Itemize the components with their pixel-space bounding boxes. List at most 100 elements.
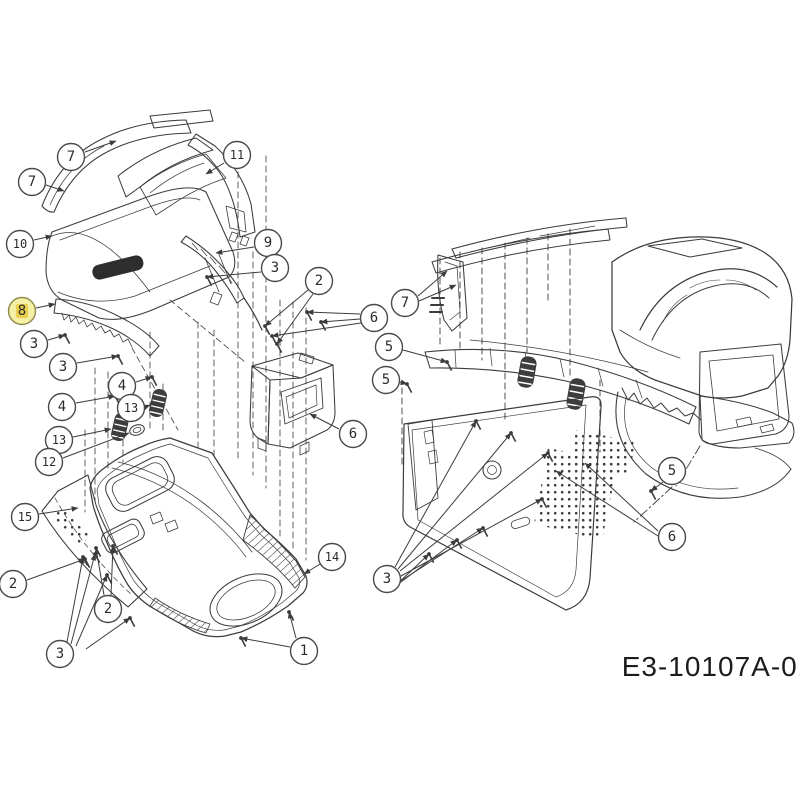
side-panel-part-3 <box>402 396 636 611</box>
callout-5-26[interactable]: 5 <box>657 456 687 486</box>
callout-number: 5 <box>382 372 390 388</box>
leader-line-6 <box>555 470 659 537</box>
spring-part-13-right <box>147 387 169 419</box>
callout-number: 9 <box>264 235 272 251</box>
leader-line-15 <box>38 506 79 515</box>
callout-circle[interactable] <box>338 419 368 449</box>
callout-circle[interactable] <box>19 329 49 359</box>
leader-line-3 <box>76 354 119 364</box>
callout-number: 7 <box>28 174 36 190</box>
leader-line-13 <box>72 427 112 438</box>
lower-fender-part-15-14 <box>41 437 308 638</box>
callout-circle[interactable] <box>0 569 28 599</box>
callout-4-9[interactable]: 4 <box>107 371 137 401</box>
leader-line-4 <box>75 394 116 404</box>
callout-9-4[interactable]: 9 <box>253 228 283 258</box>
callout-circle[interactable] <box>657 456 687 486</box>
callout-6-21[interactable]: 6 <box>359 303 389 333</box>
callout-3-28[interactable]: 3 <box>372 564 402 594</box>
assembled-left-bracket <box>429 254 468 332</box>
callout-1-18[interactable]: 1 <box>289 636 319 666</box>
callout-circle[interactable] <box>116 393 146 423</box>
assembled-grille-opening <box>698 343 790 445</box>
callout-10-3[interactable]: 10 <box>5 229 35 259</box>
leader-line-12 <box>62 432 130 459</box>
leader-line-10 <box>33 234 53 241</box>
callout-11-2[interactable]: 11 <box>222 140 252 170</box>
callout-3-8[interactable]: 3 <box>48 352 78 382</box>
callout-13-11[interactable]: 13 <box>116 393 146 423</box>
leader-line-3 <box>399 452 549 572</box>
leader-line-3 <box>206 271 262 280</box>
leader-line-6 <box>584 462 659 532</box>
callout-8-6[interactable]: 8 <box>7 296 37 326</box>
callout-15-14[interactable]: 15 <box>10 502 40 532</box>
leader-line-2 <box>94 547 105 596</box>
callout-7-1[interactable]: 7 <box>17 167 47 197</box>
callout-7-23[interactable]: 7 <box>390 288 420 318</box>
callout-number: 4 <box>118 378 126 394</box>
callout-circle[interactable] <box>5 229 35 259</box>
callout-number: 5 <box>385 339 393 355</box>
leader-line-7 <box>84 140 117 153</box>
callout-3-5[interactable]: 3 <box>260 253 290 283</box>
callout-7-0[interactable]: 7 <box>56 142 86 172</box>
callout-circle[interactable] <box>304 266 334 296</box>
leader-line-6 <box>320 318 361 325</box>
callout-circle[interactable] <box>657 522 687 552</box>
callout-circle[interactable] <box>260 253 290 283</box>
callout-number: 3 <box>56 646 64 662</box>
callout-number: 13 <box>52 433 66 447</box>
callout-circle[interactable] <box>374 332 404 362</box>
leader-line-3 <box>397 432 512 570</box>
callout-number: 11 <box>230 148 244 162</box>
callout-circle[interactable] <box>317 542 347 572</box>
callout-5-24[interactable]: 5 <box>374 332 404 362</box>
leader-line-2 <box>264 289 309 327</box>
leader-line-14 <box>303 563 321 575</box>
callout-circle[interactable] <box>222 140 252 170</box>
callout-3-7[interactable]: 3 <box>19 329 49 359</box>
callout-circle[interactable] <box>289 636 319 666</box>
callout-circle[interactable] <box>47 392 77 422</box>
leader-line-6 <box>309 413 340 430</box>
callout-3-17[interactable]: 3 <box>45 639 75 669</box>
callout-circle[interactable] <box>93 594 123 624</box>
callout-circle[interactable] <box>45 639 75 669</box>
callout-4-10[interactable]: 4 <box>47 392 77 422</box>
leader-line-8 <box>35 302 56 309</box>
callout-6-27[interactable]: 6 <box>657 522 687 552</box>
leader-line-1 <box>240 636 291 648</box>
callout-number: 3 <box>59 359 67 375</box>
callout-2-16[interactable]: 2 <box>93 594 123 624</box>
callout-2-15[interactable]: 2 <box>0 569 28 599</box>
callout-5-25[interactable]: 5 <box>371 365 401 395</box>
callout-circle[interactable] <box>359 303 389 333</box>
callout-13-12[interactable]: 13 <box>44 425 74 455</box>
callout-circle[interactable] <box>34 447 64 477</box>
leader-line-6 <box>306 309 361 316</box>
callout-circle[interactable] <box>48 352 78 382</box>
callout-number: 7 <box>401 295 409 311</box>
callout-circle[interactable] <box>10 502 40 532</box>
assembled-hood-shroud <box>611 236 793 399</box>
callout-circle[interactable] <box>372 564 402 594</box>
callout-circle[interactable] <box>390 288 420 318</box>
leader-line-3 <box>70 553 97 645</box>
callout-number: 6 <box>370 310 378 326</box>
leader-line-3 <box>66 556 85 643</box>
callout-14-19[interactable]: 14 <box>317 542 347 572</box>
callout-circle[interactable] <box>56 142 86 172</box>
leader-line-3 <box>400 498 543 577</box>
callout-2-20[interactable]: 2 <box>304 266 334 296</box>
callout-6-22[interactable]: 6 <box>338 419 368 449</box>
callout-leader-lines <box>26 140 664 650</box>
callout-number: 2 <box>9 576 17 592</box>
callout-number: 3 <box>383 571 391 587</box>
callout-circle[interactable] <box>371 365 401 395</box>
callout-12-13[interactable]: 12 <box>34 447 64 477</box>
callout-number: 3 <box>30 336 38 352</box>
callout-circle[interactable] <box>17 167 47 197</box>
